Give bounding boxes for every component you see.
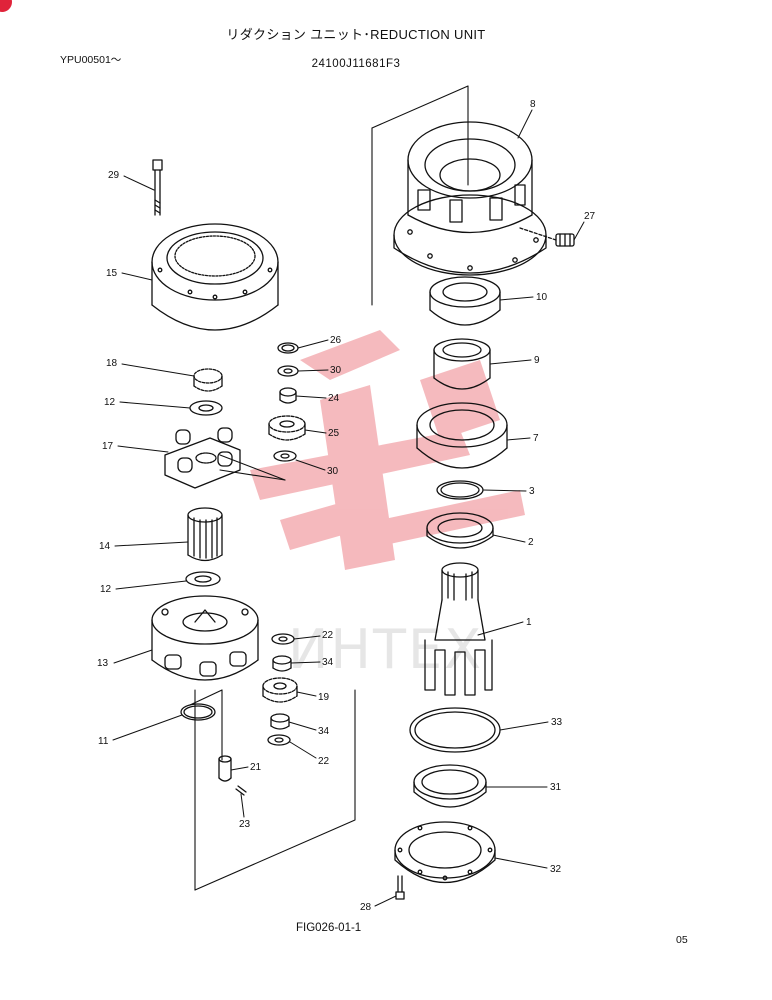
callout-30-upper: 30 [330,365,342,376]
callout-11: 11 [98,736,109,747]
leader-lines [112,109,585,907]
corner-marker [0,0,12,12]
part-30-washer-a [277,365,299,377]
callout-30-lower: 30 [327,466,339,477]
callout-3: 3 [529,486,535,497]
part-25-planet-gear [268,415,306,441]
callout-17: 17 [102,441,114,452]
callout-32: 32 [550,864,562,875]
callout-24: 24 [328,393,340,404]
callout-19: 19 [318,692,330,703]
part-8-housing [393,121,547,276]
part-28-bolt [395,875,405,900]
callout-18: 18 [106,358,118,369]
part-15-ring-gear [151,223,279,331]
part-14-sun-gear [187,507,223,562]
serial-range: YPU00501～ [60,54,122,66]
part-18-sun-gear [193,368,223,392]
callout-34-upper: 34 [322,657,334,668]
callout-2: 2 [528,537,534,548]
part-7-bearing [416,402,508,469]
part-29-bolt [152,159,163,216]
callout-8: 8 [530,99,536,110]
part-21-shaft-pin [218,755,232,782]
part-17-carrier [164,427,241,489]
figure-caption: FIG026-01-1 [296,922,362,934]
callout-22-lower: 22 [318,756,330,767]
watermark-logo-icon [250,330,525,570]
callout-labels: 29 15 18 12 17 14 12 13 11 21 23 26 30 2… [97,99,596,913]
callout-21: 21 [250,762,262,773]
part-12-thrust-washer-b [185,571,221,587]
callout-28: 28 [360,902,372,913]
assembly-bracket [189,85,469,891]
part-34-needle-bearing-b [270,713,290,730]
page-number: 05 [676,934,688,946]
part-3-snap-ring [436,480,484,500]
callout-1: 1 [526,617,532,628]
callout-14: 14 [99,541,111,552]
callout-10: 10 [536,292,548,303]
callout-31: 31 [550,782,562,793]
callout-29: 29 [108,170,120,181]
part-12-thrust-washer-a [189,400,223,416]
part-27-plug [519,227,575,247]
part-22-thrust-washer-b [267,734,291,746]
part-31-seal-ring [413,764,487,808]
callout-27: 27 [584,211,596,222]
callout-9: 9 [534,355,540,366]
part-1-shaft [424,562,493,696]
callout-15: 15 [106,268,118,279]
watermark: ИНТЕХ [250,330,525,681]
callout-25: 25 [328,428,340,439]
part-24-needle-bearing [279,387,297,404]
part-32-cover [394,821,496,884]
part-2-seal [426,512,494,549]
part-23-spring-pin [235,785,247,796]
callout-12-lower: 12 [100,584,112,595]
part-34-needle-bearing-a [272,655,292,672]
part-10-bearing [429,276,501,326]
callout-34-lower: 34 [318,726,330,737]
page-title: リダクション ユニット･REDUCTION UNIT [226,27,486,42]
watermark-text: ИНТЕХ [288,618,483,681]
part-33-o-ring [409,707,501,753]
callout-13: 13 [97,658,109,669]
callout-23: 23 [239,819,251,830]
callout-7: 7 [533,433,539,444]
callout-22-upper: 22 [322,630,334,641]
part-19-planet-gear [262,677,298,703]
callout-33: 33 [551,717,563,728]
part-13-planet-carrier [151,595,259,681]
part-30-washer-b [273,450,297,462]
callout-12-upper: 12 [104,397,116,408]
callout-26: 26 [330,335,342,346]
part-11-snap-ring [180,703,216,721]
part-26-snap-ring [277,342,299,354]
assembly-part-number: 24100J11681F3 [311,58,401,70]
